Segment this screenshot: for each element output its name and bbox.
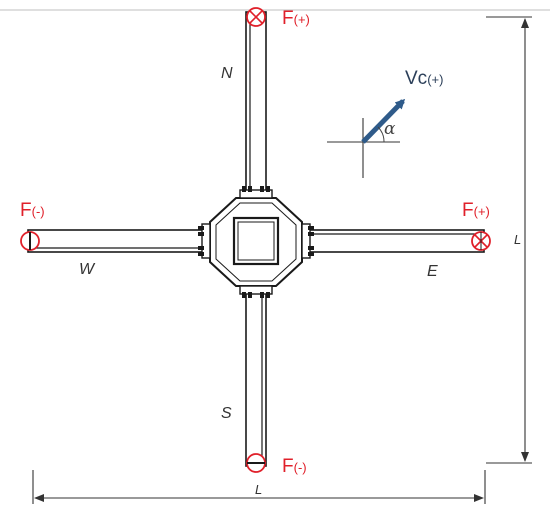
- north-flange: [239, 189, 273, 199]
- velocity-arrow: [361, 98, 406, 144]
- north-arm: [245, 11, 267, 195]
- flange-bolts: [198, 186, 314, 298]
- angle-alpha-label: α: [384, 119, 396, 139]
- east-arm: [301, 229, 485, 253]
- vertical-dimension: [486, 16, 532, 464]
- velocity-vector: [327, 98, 406, 178]
- horizontal-dimension-label: L: [255, 482, 262, 497]
- north-force-label: F(+): [282, 8, 310, 29]
- east-force-into-page-icon: [471, 231, 491, 251]
- hub-square: [232, 216, 280, 266]
- west-arm: [27, 229, 211, 253]
- south-force-out-of-page-icon: [246, 453, 266, 473]
- east-arm-label: E: [427, 263, 438, 280]
- west-force-out-of-page-icon: [20, 231, 40, 251]
- north-arm-label: N: [221, 65, 233, 82]
- angle-arc: [377, 126, 385, 143]
- east-force-label: F(+): [462, 200, 490, 221]
- south-flange: [239, 285, 273, 295]
- south-arm: [245, 289, 267, 467]
- west-flange: [201, 223, 211, 259]
- east-flange: [301, 223, 311, 259]
- west-force-label: F(-): [20, 200, 45, 221]
- north-force-into-page-icon: [246, 7, 266, 27]
- west-arm-label: W: [79, 261, 96, 278]
- south-arm-label: S: [221, 405, 232, 422]
- velocity-label: Vc(+): [405, 68, 443, 89]
- south-force-label: F(-): [282, 456, 307, 477]
- central-hub: [198, 186, 314, 298]
- vertical-dimension-label: L: [514, 232, 521, 247]
- horizontal-dimension: [32, 470, 486, 504]
